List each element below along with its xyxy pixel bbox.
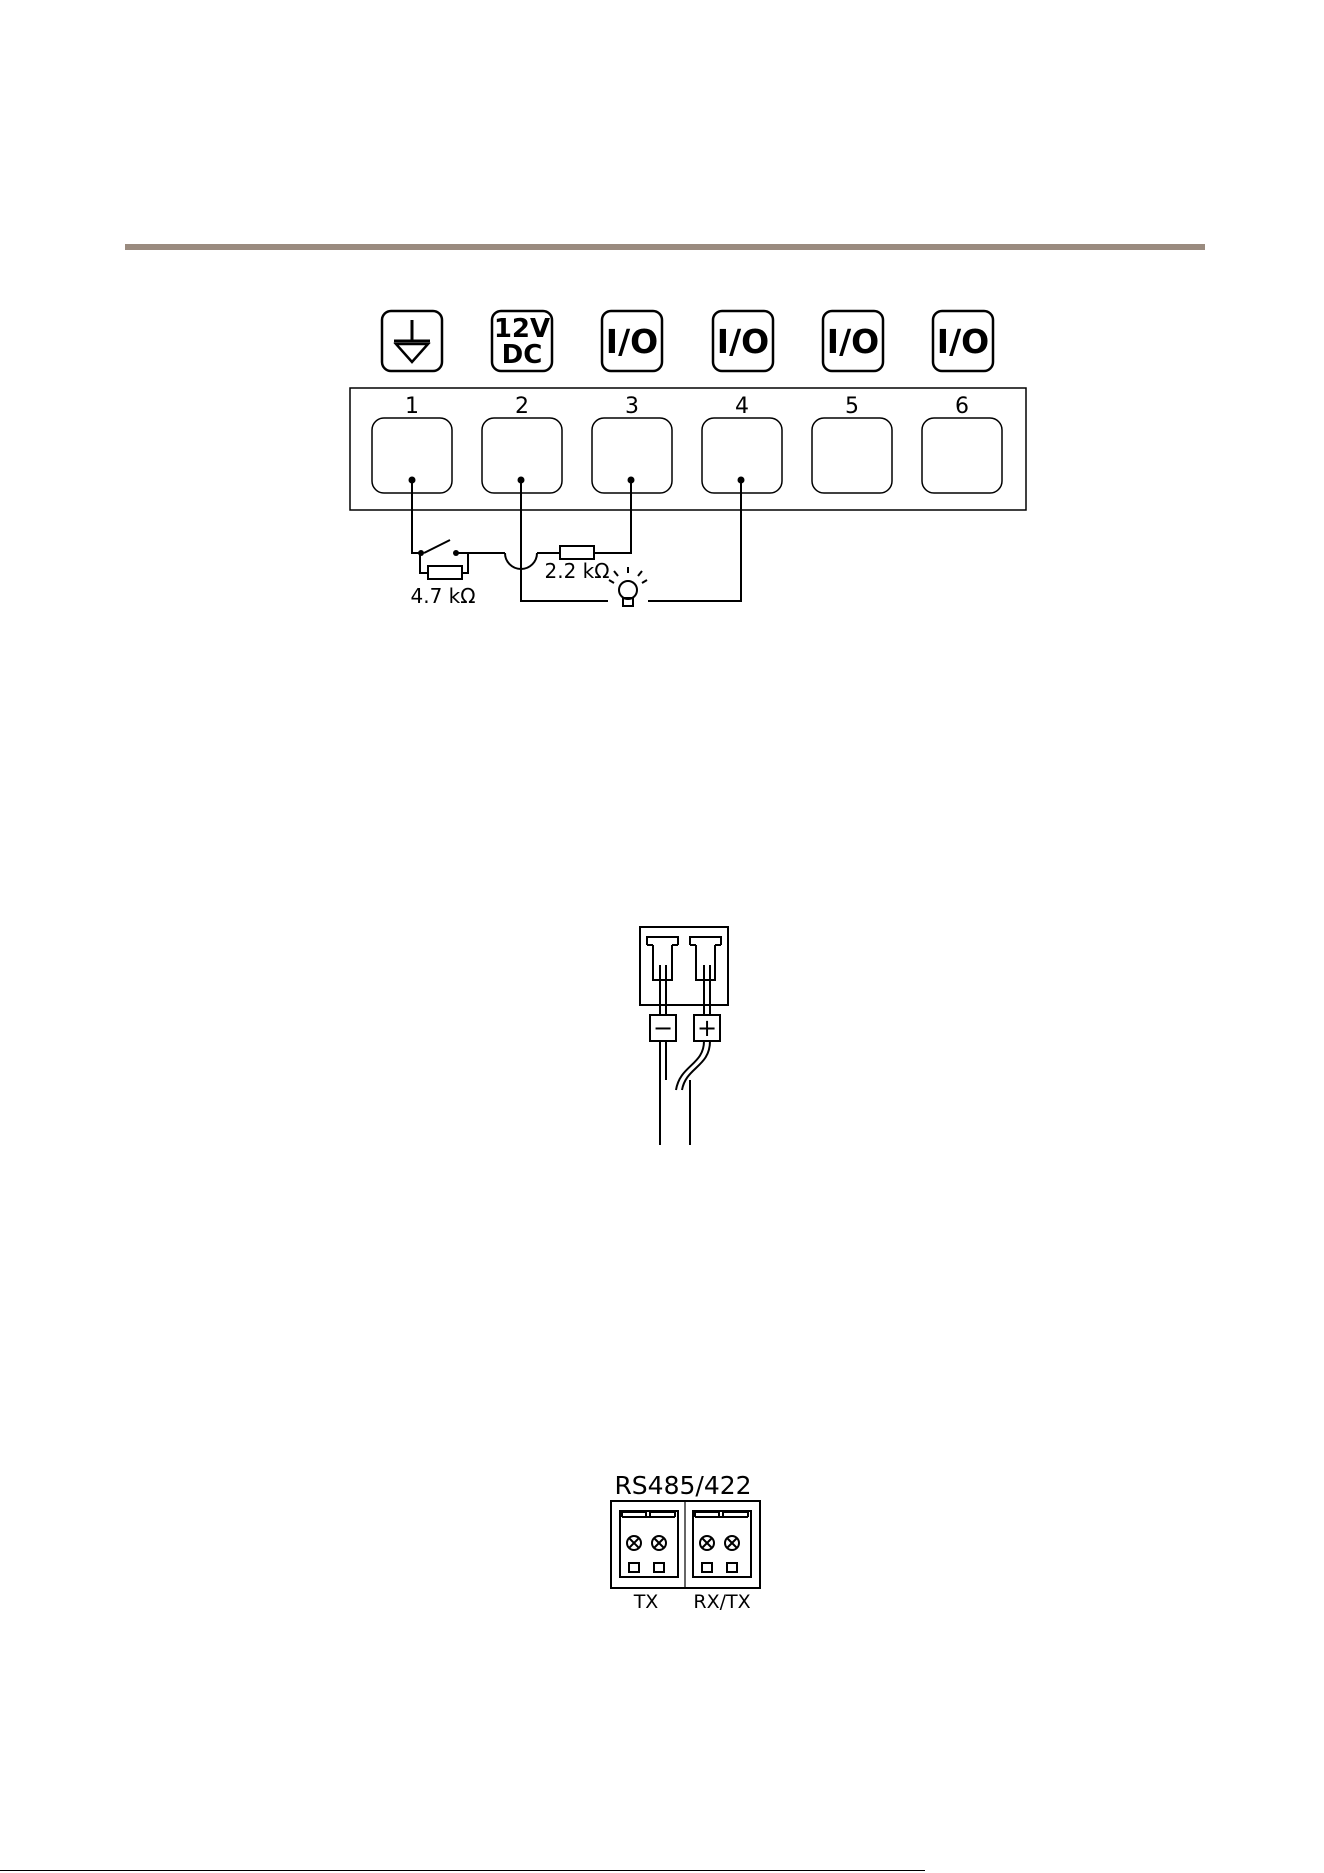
power-connector-diagram: − + xyxy=(620,915,820,1165)
pin-socket-6 xyxy=(922,418,1002,493)
rs485-connector-diagram: RS485/422 TX RX/TX xyxy=(600,1465,800,1615)
pin-number: 5 xyxy=(845,394,859,419)
rs485-title: RS485/422 xyxy=(614,1471,751,1500)
resistor-label-right: 2.2 kΩ xyxy=(544,559,609,583)
pin-socket-5 xyxy=(812,418,892,493)
rxtx-label: RX/TX xyxy=(693,1591,750,1613)
ground-symbol xyxy=(394,320,430,362)
io-icon-label: I/O xyxy=(606,322,658,361)
pin-number: 3 xyxy=(625,394,639,419)
light-bulb-icon xyxy=(609,567,647,606)
io-connector-diagram: 12V DC I/O I/O I/O I/O 1 2 3 4 5 6 xyxy=(0,0,1324,640)
power-icon-label-bottom: DC xyxy=(502,340,543,370)
io-icon-label: I/O xyxy=(827,322,879,361)
io-icon-label: I/O xyxy=(717,322,769,361)
pin-number: 4 xyxy=(735,394,749,419)
pin-number: 1 xyxy=(405,394,419,419)
positive-sign: + xyxy=(697,1014,717,1042)
tx-label: TX xyxy=(633,1591,659,1613)
pin-number: 6 xyxy=(955,394,969,419)
pin-number: 2 xyxy=(515,394,529,419)
negative-sign: − xyxy=(653,1014,673,1042)
resistor-label-left: 4.7 kΩ xyxy=(410,584,475,608)
footer-line xyxy=(0,1870,925,1871)
io-icon-label: I/O xyxy=(937,322,989,361)
